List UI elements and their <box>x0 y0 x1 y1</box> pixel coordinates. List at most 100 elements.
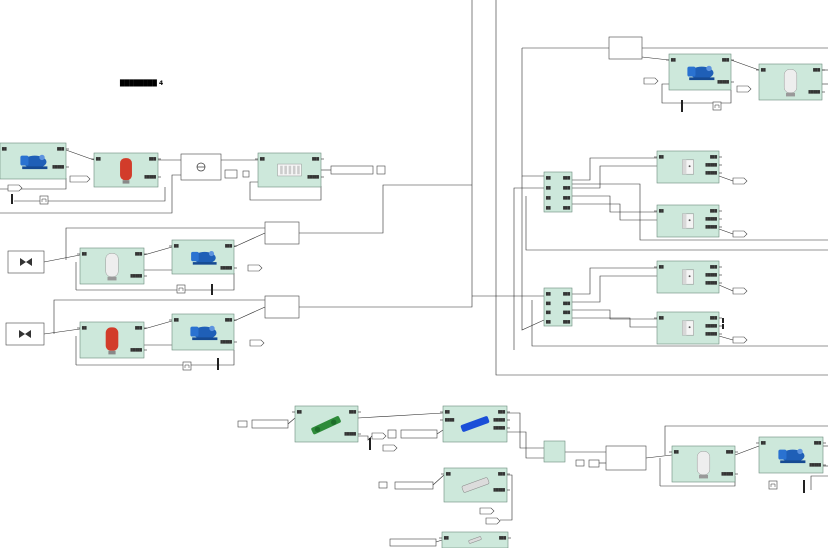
connection-wire <box>233 232 266 248</box>
out-port-label: █████ <box>716 80 729 84</box>
out-port-label: █████ <box>704 273 717 277</box>
component-block[interactable]: ██████████ <box>91 152 161 188</box>
junction-box[interactable] <box>5 322 45 346</box>
signal-tag[interactable] <box>485 517 501 525</box>
small-port[interactable] <box>237 420 248 428</box>
small-port[interactable] <box>575 459 585 467</box>
in-port-label: ██ <box>95 157 101 161</box>
mux-block[interactable]: ████████████████████ <box>543 287 573 327</box>
connection-wire <box>14 187 166 202</box>
component-block[interactable]: ██████████ <box>756 63 825 101</box>
connection-wire <box>143 246 173 256</box>
connection-wire <box>572 317 657 328</box>
component-block[interactable]: ███████████████ <box>654 150 722 184</box>
gain-block[interactable] <box>608 36 643 60</box>
white-tank-icon <box>783 69 798 97</box>
connection-wire <box>572 309 657 320</box>
signal-tag[interactable] <box>247 264 263 272</box>
mux-frame <box>543 171 573 213</box>
mux-in-label: ██ <box>545 196 551 200</box>
signal-tag[interactable] <box>69 175 91 183</box>
component-block[interactable]: ██████████ <box>666 53 734 91</box>
small-port[interactable] <box>378 481 388 489</box>
component-block[interactable]: ██████████ <box>169 239 237 275</box>
component-block[interactable]: ██████████ <box>169 313 237 351</box>
component-block[interactable]: ██████████ <box>756 436 826 474</box>
signal-tag[interactable] <box>249 339 265 347</box>
signal-tag[interactable] <box>732 230 748 238</box>
signal-tag[interactable] <box>732 287 748 295</box>
machine-wheel-shape <box>314 426 321 433</box>
scope-box[interactable] <box>39 195 49 205</box>
connection-wire <box>513 187 544 350</box>
scope-box[interactable] <box>182 361 192 371</box>
gain-box[interactable] <box>224 169 238 179</box>
connection-wire <box>0 178 67 190</box>
valve-icon <box>20 258 32 266</box>
junction-box[interactable] <box>7 250 45 274</box>
component-block[interactable]: ███████████████████ <box>440 405 510 443</box>
connection-wire <box>299 296 473 308</box>
signal-tag[interactable] <box>371 432 387 440</box>
bus-bar <box>803 480 805 493</box>
signal-tag[interactable] <box>643 77 659 85</box>
gain-block[interactable] <box>264 295 300 319</box>
pump-base-shape <box>192 262 217 265</box>
component-block[interactable]: ███████████████ <box>654 204 722 238</box>
mux-in-label: ██ <box>545 206 551 210</box>
value-display[interactable] <box>400 429 438 439</box>
mux-out-label: ███ <box>562 292 571 296</box>
component-block[interactable]: ██████████ <box>77 321 147 359</box>
scope-frame <box>39 195 49 205</box>
out-port-label: █████ <box>704 171 717 175</box>
connection-wire <box>233 306 266 322</box>
small-port[interactable] <box>588 459 600 468</box>
signal-tag[interactable] <box>732 177 748 185</box>
pump-motor-shape <box>190 326 199 337</box>
out-port-label: ███ <box>134 252 143 256</box>
sum-block[interactable] <box>543 440 566 463</box>
component-block[interactable]: ██████████ <box>441 467 510 503</box>
scope-box[interactable] <box>712 101 722 111</box>
component-block[interactable]: ██████████ <box>669 445 738 483</box>
out-port-label: █████ <box>492 426 505 430</box>
device-body-shape <box>460 416 490 432</box>
scope-box[interactable] <box>768 480 778 490</box>
out-port-label: █████ <box>808 463 821 467</box>
tank-body-shape <box>696 451 711 476</box>
mux-block[interactable]: ████████████████████ <box>543 171 573 213</box>
component-block[interactable]: ██████████ <box>255 152 324 188</box>
small-port[interactable] <box>242 170 250 178</box>
component-block[interactable]: █████ <box>439 531 511 549</box>
out-port-label: █████ <box>704 281 717 285</box>
cabinet-icon <box>682 320 694 336</box>
out-port-label: █████ <box>219 266 232 270</box>
value-display[interactable] <box>389 538 437 547</box>
component-block[interactable]: ██████████ <box>0 142 69 180</box>
out-port-label: ███ <box>709 209 718 213</box>
cabinet-icon <box>682 159 694 175</box>
junction-box[interactable] <box>180 153 222 181</box>
connection-wire <box>572 267 657 295</box>
in-port-label: ██ <box>81 252 87 256</box>
gain-block[interactable] <box>605 445 647 471</box>
signal-tag[interactable] <box>7 184 23 192</box>
out-port-label: ███ <box>348 410 357 414</box>
signal-tag[interactable] <box>736 85 752 93</box>
value-display[interactable] <box>394 481 434 490</box>
component-block[interactable]: ███████████████ <box>654 260 722 294</box>
signal-tag[interactable] <box>382 444 398 452</box>
component-block[interactable]: ███████████████ <box>654 311 722 345</box>
scope-box[interactable] <box>176 284 186 294</box>
gain-block[interactable] <box>264 221 300 245</box>
pump-icon <box>20 154 48 170</box>
connection-wire <box>521 48 544 177</box>
signal-tag[interactable] <box>732 336 748 344</box>
small-port[interactable] <box>376 165 386 175</box>
component-block[interactable]: ██████████ <box>77 247 147 285</box>
value-display[interactable] <box>251 419 289 429</box>
signal-tag[interactable] <box>479 507 495 515</box>
small-port[interactable] <box>387 429 397 439</box>
component-block[interactable]: ██████████ <box>292 405 361 443</box>
value-display[interactable] <box>330 165 374 175</box>
